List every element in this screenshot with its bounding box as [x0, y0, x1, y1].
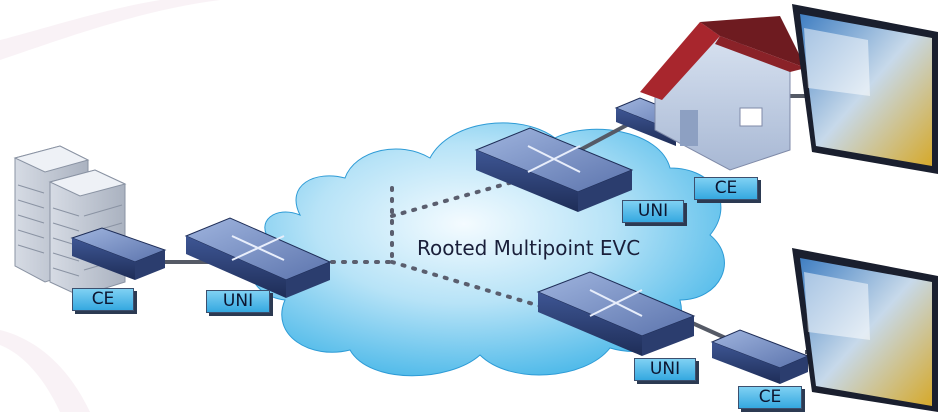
router-icon-ce-bottom — [710, 329, 810, 384]
uni-label-bottom: UNI — [634, 358, 696, 381]
switch-icon-uni-bottom — [536, 271, 696, 356]
switch-icon-uni-left — [184, 217, 332, 298]
cloud-label: Rooted Multipoint EVC — [417, 236, 641, 260]
tv-screen-icon-top — [792, 4, 938, 174]
switch-icon-uni-top — [474, 127, 634, 212]
tv-screen-icon-bottom — [792, 248, 938, 412]
uni-label-top: UNI — [622, 200, 684, 223]
ce-label-left: CE — [72, 288, 134, 311]
house-icon — [640, 16, 806, 171]
ce-label-top: CE — [694, 177, 758, 200]
router-icon-ce-left — [70, 227, 167, 280]
building-icon — [13, 145, 127, 297]
background-swirl — [0, 0, 220, 412]
uni-label-left: UNI — [206, 290, 270, 313]
ce-label-bottom: CE — [738, 386, 802, 409]
